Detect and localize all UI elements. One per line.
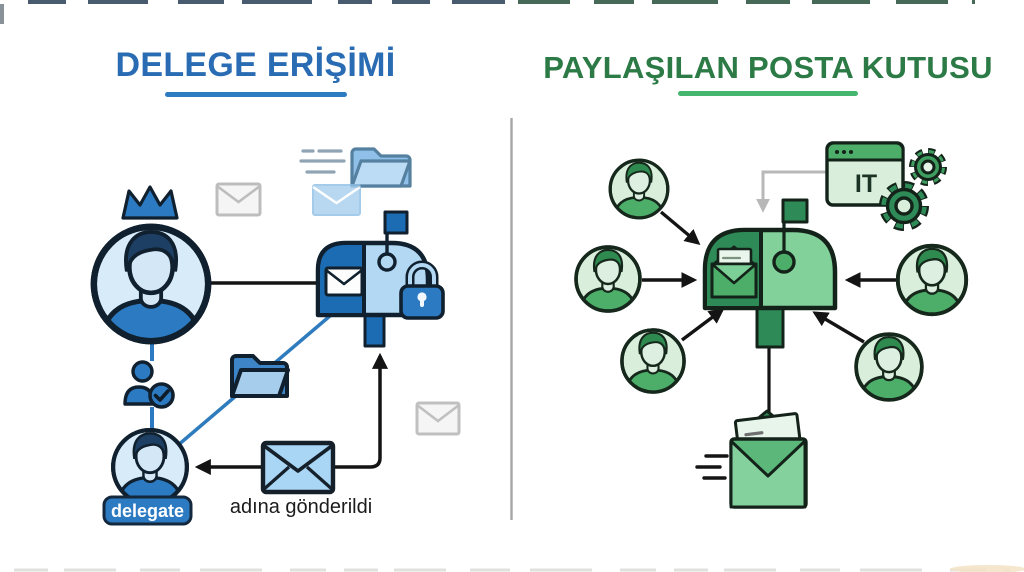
right-panel-diagram: IT xyxy=(576,141,966,509)
it-to-mailbox-connector xyxy=(756,170,827,213)
gear-icon-large xyxy=(879,181,929,231)
it-window-label: IT xyxy=(855,170,877,198)
outgoing-open-envelope-icon xyxy=(695,409,808,509)
top-crop-artifact xyxy=(0,0,975,24)
envelope-on-door-icon xyxy=(324,266,364,297)
mailbox-flag-icon xyxy=(781,198,809,224)
ghost-envelope-icon xyxy=(215,182,262,217)
user-avatar-2 xyxy=(576,247,640,317)
mailbox-flag-icon xyxy=(383,210,409,235)
lock-icon xyxy=(399,260,445,320)
speed-lines-icon xyxy=(695,454,729,480)
locked-mailbox-icon xyxy=(315,210,445,348)
crown-icon xyxy=(121,185,179,220)
right-title-underline xyxy=(678,91,858,96)
user-avatar-3 xyxy=(622,330,684,398)
left-title-underline xyxy=(165,92,347,97)
owner-avatar xyxy=(94,227,208,353)
ghost-envelope-icon-2 xyxy=(415,401,461,436)
speed-lines-icon xyxy=(299,149,346,174)
shared-mailbox-icon xyxy=(702,198,838,349)
user-arrows xyxy=(642,210,896,344)
gear-icon-small xyxy=(909,148,947,186)
it-admin-window-icon: IT xyxy=(825,141,905,207)
sent-envelope-icon xyxy=(260,440,336,495)
user-avatar-4 xyxy=(898,246,966,321)
delegate-check-icon xyxy=(123,360,175,409)
incoming-folder-icon xyxy=(350,147,412,188)
translucent-envelope-icon xyxy=(312,184,361,216)
bottom-crop-artifact xyxy=(14,565,1024,572)
folder-icon xyxy=(230,354,290,398)
right-panel-title: PAYLAŞILAN POSTA KUTUSU xyxy=(543,50,993,85)
sent-on-behalf-caption: adına gönderildi xyxy=(230,496,372,518)
user-avatar-5 xyxy=(856,334,922,406)
left-panel-title: DELEGE ERİŞİMİ xyxy=(115,46,396,84)
open-envelope-on-door-icon xyxy=(710,245,758,299)
left-panel-diagram: delegate adına gönderildi xyxy=(94,147,461,526)
delegate-badge: delegate xyxy=(102,495,193,526)
user-avatar-1 xyxy=(610,160,668,223)
sent-on-behalf-arrow xyxy=(194,352,389,476)
delegate-badge-label: delegate xyxy=(111,501,184,521)
